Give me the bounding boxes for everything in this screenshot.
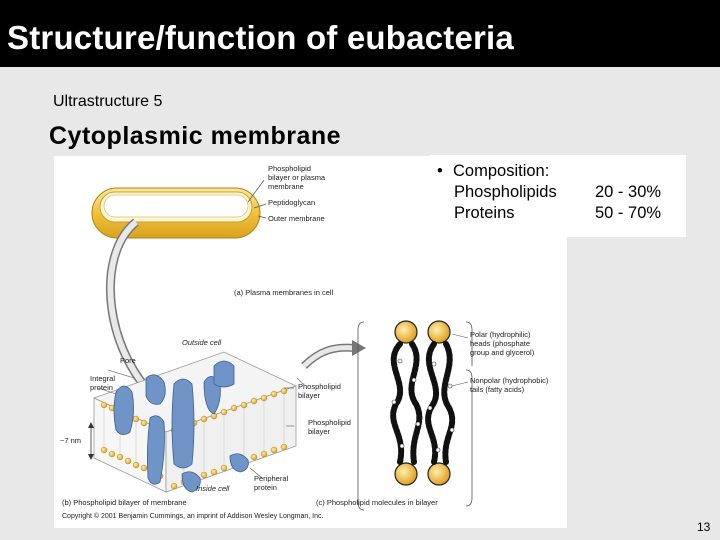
copyright-text: Copyright © 2001 Benjamin Cummings, an i… (62, 513, 324, 520)
label-inside-cell: Inside cell (196, 484, 230, 493)
label-pore: Pore (120, 356, 136, 365)
label-integral-protein: Integral protein (90, 374, 116, 392)
slide-subtitle: Ultrastructure 5 (53, 93, 163, 110)
composition-box: • Composition: Phospholipids 20 - 30% Pr… (430, 155, 686, 237)
label-thickness: ~7 nm (60, 436, 82, 445)
composition-label: Composition: (453, 162, 550, 180)
label-outer-membrane: Outer membrane (268, 214, 325, 223)
phospholipid-molecules (357, 320, 473, 511)
label-part-c: (c) Phospholipid molecules in bilayer (316, 498, 438, 507)
slide-title: Structure/function of eubacteria (7, 19, 514, 56)
label-nonpolar-tails: Nonpolar (hydrophobic) tails (fatty acid… (470, 376, 549, 394)
membrane-illustration (88, 179, 473, 511)
title-bar: Structure/function of eubacteria (0, 0, 720, 67)
section-heading: Cytoplasmic membrane (49, 122, 342, 150)
composition-item-value: 20 - 30% (595, 183, 662, 201)
composition-row: Proteins 50 - 70% (437, 203, 686, 224)
composition-row: Phospholipids 20 - 30% (437, 182, 686, 203)
page-number: 13 (697, 520, 711, 534)
cell-drawing (91, 179, 267, 239)
label-part-b: (b) Phospholipid bilayer of membrane (62, 498, 187, 507)
label-peptidoglycan: Peptidoglycan (268, 198, 316, 207)
membrane-proteins (113, 360, 249, 493)
bullet-marker: • (437, 162, 443, 180)
composition-item-name: Phospholipids (454, 183, 557, 201)
bilayer-block (88, 351, 304, 493)
label-peripheral-protein: Peripheral protein (254, 474, 289, 492)
label-phospholipid-bilayer-membrane: Phospholipid bilayer or plasma membrane (268, 164, 326, 191)
label-polar-heads: Polar (hydrophilic) heads (phosphate gro… (470, 330, 535, 357)
label-part-a: (a) Plasma membranes in cell (234, 288, 334, 297)
label-phospholipid-bilayer-2: Phospholipid bilayer (308, 418, 351, 436)
composition-item-value: 50 - 70% (595, 204, 662, 222)
label-outside-cell: Outside cell (182, 338, 222, 347)
composition-item-name: Proteins (454, 204, 515, 222)
label-phospholipid-bilayer-1: Phospholipid bilayer (298, 382, 341, 400)
